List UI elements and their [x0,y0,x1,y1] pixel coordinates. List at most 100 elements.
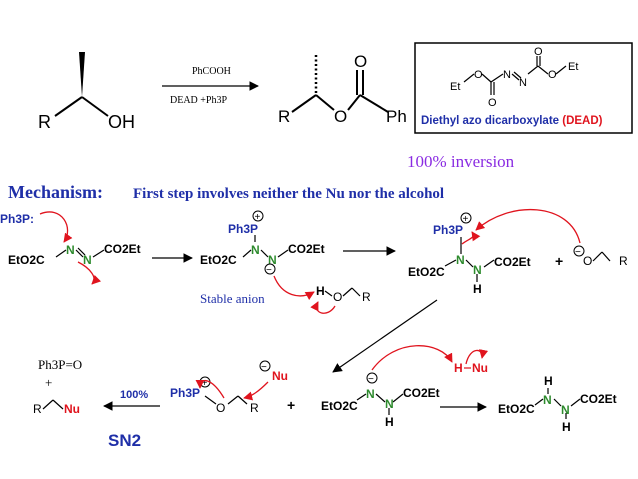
step2-plus: + [255,212,261,223]
dead-o-bottom: O [488,97,497,109]
bottom-minus: − [368,374,374,385]
bottom-hnu-h: H [454,361,463,375]
bottom-r: R [33,402,42,416]
step2-arrow-oh [310,301,336,314]
alkoxyphosphonium: Ph3P + O R − Nu + [170,360,295,415]
bottom-hnu-nu: Nu [472,361,488,375]
inversion-text: 100% inversion [407,152,515,171]
product-o: O [334,107,347,126]
bottom-arrow-nu-attack [243,381,269,401]
bottom-plus-sign: + [287,397,295,413]
step3-eto2c: EtO2C [408,265,445,279]
bottom-sn2: SN2 [108,431,141,450]
final-hydrazine: EtO2C H N N H CO2Et [498,374,617,434]
mechanism-label: Mechanism: [8,182,103,202]
bottom-n-minus-circle [366,372,378,384]
step3-minus: − [575,247,581,258]
final-eto2c: EtO2C [498,402,535,416]
reagent-top: PhCOOH [192,66,231,77]
mechanism-note: First step involves neither the Nu nor t… [133,186,444,202]
bottom-nu: Nu [64,402,80,416]
bottom-arrow-co [195,379,225,399]
bottom-h: H [385,415,394,429]
final-n1: N [543,393,552,407]
step3-arrow-pn [461,231,481,245]
step2-ph3p: Ph3P [228,222,258,236]
step3-plus-sign: + [555,253,563,269]
step2-co2et: CO2Et [288,242,325,256]
bottom-nu2: Nu [272,369,288,383]
dead-caption: Diethyl azo dicarboxylate (DEAD) [421,115,603,127]
step3-n1: N [456,253,465,267]
step3-co2et: CO2Et [494,255,531,269]
step1-arrow-electron [77,261,102,285]
bottom-ph3po: Ph3P=O [38,357,82,372]
step3-o: O [583,254,592,268]
step3-h: H [473,282,482,296]
final-co2et: CO2Et [580,392,617,406]
final-products: Ph3P=O + R Nu [33,357,82,416]
dead-o-top: O [534,46,543,58]
bottom-o: O [216,401,225,415]
bottom-arrow-hnu [465,349,489,365]
step2-o: O [333,290,342,304]
step3-plus-circle [460,212,472,224]
product-ester [291,55,389,113]
step2-eto2c: EtO2C [200,253,237,267]
product-carbonyl-o: O [354,52,367,71]
step2-arrow-deprotonate [273,275,315,301]
step1-co2et: CO2Et [104,242,141,256]
step3-minus-circle [573,245,585,257]
step2-h: H [316,284,325,298]
dead-box [414,42,633,134]
dead-o-right: O [548,69,557,81]
start-r: R [38,112,51,132]
step2-n1: N [251,243,260,257]
bottom-pct: 100% [120,389,148,401]
step1: Ph3P: N N CO2Et EtO2C [0,211,141,285]
bottom-nu-minus-circle [259,360,271,372]
dead-structure [463,56,567,95]
dead-et-right: Et [568,61,578,73]
arrow-step3-down [332,299,438,373]
step1-eto2c: EtO2C [8,253,45,267]
bottom-pplus: + [202,378,208,389]
step1-arrow-attack [39,211,73,243]
step2-r: R [362,290,371,304]
bottom-co2et: CO2Et [403,386,440,400]
starting-alcohol [54,52,109,117]
product-r: R [278,107,290,126]
dead-n1: N [503,69,511,81]
step2-n2: N [268,253,277,267]
bottom-arrow-protonate [371,345,453,371]
final-n2: N [561,403,570,417]
bottom-r2: R [250,401,259,415]
step2-minus: − [266,265,272,276]
step3-ph3p: Ph3P [433,223,463,237]
step3-arrow-alkoxide [475,208,581,244]
bottom-n2: N [385,397,394,411]
bottom-eto2c: EtO2C [321,399,358,413]
bottom-minus-nu: − [261,362,267,373]
hydrazine-anion: EtO2C − N N H CO2Et H Nu [321,345,489,429]
dead-o-left: O [474,69,483,81]
step3-n2: N [473,263,482,277]
dead-n2: N [519,77,527,89]
bottom-plus: + [45,375,52,390]
step2-stable: Stable anion [200,291,265,306]
step3-plus: + [463,214,469,225]
final-h-bot: H [562,420,571,434]
start-oh: OH [108,112,135,132]
bottom-n-minus: N [366,387,375,401]
step2-plus-circle [252,210,264,222]
final-h-top: H [544,374,553,388]
product-ph: Ph [386,107,407,126]
dead-et-left: Et [450,81,460,93]
step3-r: R [619,254,628,268]
step1-n1: N [66,243,75,257]
step1-n2: N [83,253,92,267]
step1-ph3p: Ph3P: [0,212,34,226]
step3: Ph3P + N N H CO2Et EtO2C + − O R [408,208,628,296]
